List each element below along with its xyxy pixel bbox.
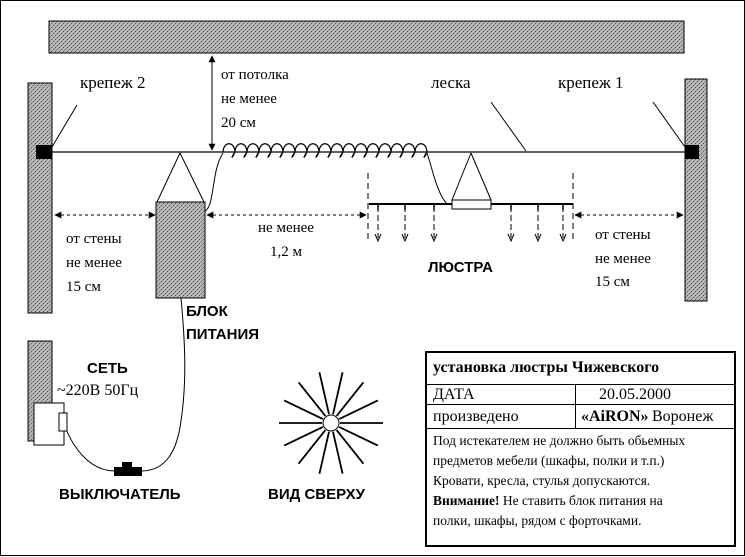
needle-arrow [430, 233, 438, 243]
label-wall-right-2: не менее [595, 251, 651, 267]
needle-arrow [401, 233, 409, 243]
label-top-view: ВИД СВЕРХУ [268, 486, 365, 503]
made-label: произведено [433, 408, 519, 425]
warning-line: Внимание! Не ставить блок питания на [433, 491, 730, 511]
warning-text: Не ставить блок питания на [502, 493, 663, 508]
leader-line [490, 101, 527, 152]
label-wall-right-1: от стены [595, 227, 651, 243]
chandelier-hanger-right [470, 152, 492, 201]
star-ray [338, 426, 379, 447]
spring [222, 143, 428, 158]
leader-mount2 [51, 104, 78, 148]
star-ray [283, 426, 324, 447]
warning-label: Внимание! [433, 493, 500, 508]
socket-plug [58, 412, 68, 432]
chandelier-hanger-left [451, 152, 472, 201]
note-line: Кровати, кресла, стулья допускаются. [433, 473, 651, 488]
note-line: Под истекателем не должно быть обьемных [433, 433, 686, 448]
label-ceiling-gap-1: от потолка [221, 67, 289, 83]
title-block-title: установка люстры Чижевского [427, 353, 734, 385]
star-ray [335, 381, 365, 417]
star-ray [332, 372, 344, 415]
note-line: предметов мебели (шкафы, полки и т.п.) [433, 453, 665, 468]
label-wall-right-3: 15 см [595, 274, 630, 290]
chandelier-needles [374, 204, 567, 243]
chandelier-center [451, 199, 492, 210]
star-ray [297, 381, 327, 417]
date-divider [575, 385, 576, 404]
wall-left [27, 82, 53, 314]
made-brand: «AiRON» [581, 408, 649, 425]
warning-line-2: полки, шкафы, рядом с форточками. [433, 513, 642, 528]
label-power-block-1: БЛОК [186, 303, 228, 320]
date-label: ДАТА [433, 386, 475, 403]
star-ray [338, 399, 379, 420]
label-min-dist-1: не менее [258, 220, 314, 236]
label-power-block-2: ПИТАНИЯ [186, 326, 260, 343]
title-block: установка люстры Чижевского ДАТА 20.05.2… [425, 351, 736, 547]
made-city: Воронеж [652, 408, 714, 425]
hv-wire-right [426, 152, 448, 205]
label-network-2: ~220В 50Гц [57, 382, 139, 399]
block-hanger-left [156, 152, 181, 203]
mount-left [36, 145, 52, 159]
star-ray [332, 431, 344, 474]
label-wall-left-3: 15 см [66, 279, 101, 295]
needle-arrow [374, 233, 382, 243]
star-ray [318, 431, 330, 474]
label-mount1: крепеж 1 [558, 73, 624, 92]
star-ray [283, 399, 324, 420]
star-ray [335, 429, 365, 465]
label-mount2: крепеж 2 [80, 73, 146, 92]
made-divider [575, 405, 576, 428]
title-block-date-row: ДАТА 20.05.2000 [427, 385, 734, 405]
label-wall-left-1: от стены [66, 231, 122, 247]
label-chandelier: ЛЮСТРА [428, 259, 493, 276]
needle-arrow [534, 233, 542, 243]
power-block [155, 201, 206, 299]
star-center [322, 414, 340, 432]
needle-arrow [507, 233, 515, 243]
switch-body [114, 467, 142, 476]
label-ceiling-gap-3: 20 см [221, 115, 256, 131]
leader-mount1 [652, 101, 686, 148]
switch-knob [122, 462, 132, 468]
label-ceiling-gap-2: не менее [221, 91, 277, 107]
mount-right [685, 145, 699, 159]
ceiling [48, 20, 685, 54]
label-wall-left-2: не менее [66, 255, 122, 271]
block-hanger-right [179, 152, 205, 203]
label-switch: ВЫКЛЮЧАТЕЛЬ [59, 486, 181, 503]
label-min-dist-2: 1,2 м [270, 244, 302, 260]
star-ray [318, 372, 330, 415]
needle-arrow [559, 233, 567, 243]
wall-right [684, 78, 708, 302]
top-view-star [279, 372, 383, 474]
title-block-note: Под истекателем не должно быть обьемных … [433, 431, 730, 531]
star-ray [297, 429, 327, 465]
title-block-made-row: произведено «AiRON» Воронеж [427, 405, 734, 429]
label-line: леска [431, 73, 471, 92]
label-network-1: СЕТЬ [87, 360, 128, 377]
hv-wire-left [204, 152, 224, 212]
date-value: 20.05.2000 [599, 386, 671, 403]
